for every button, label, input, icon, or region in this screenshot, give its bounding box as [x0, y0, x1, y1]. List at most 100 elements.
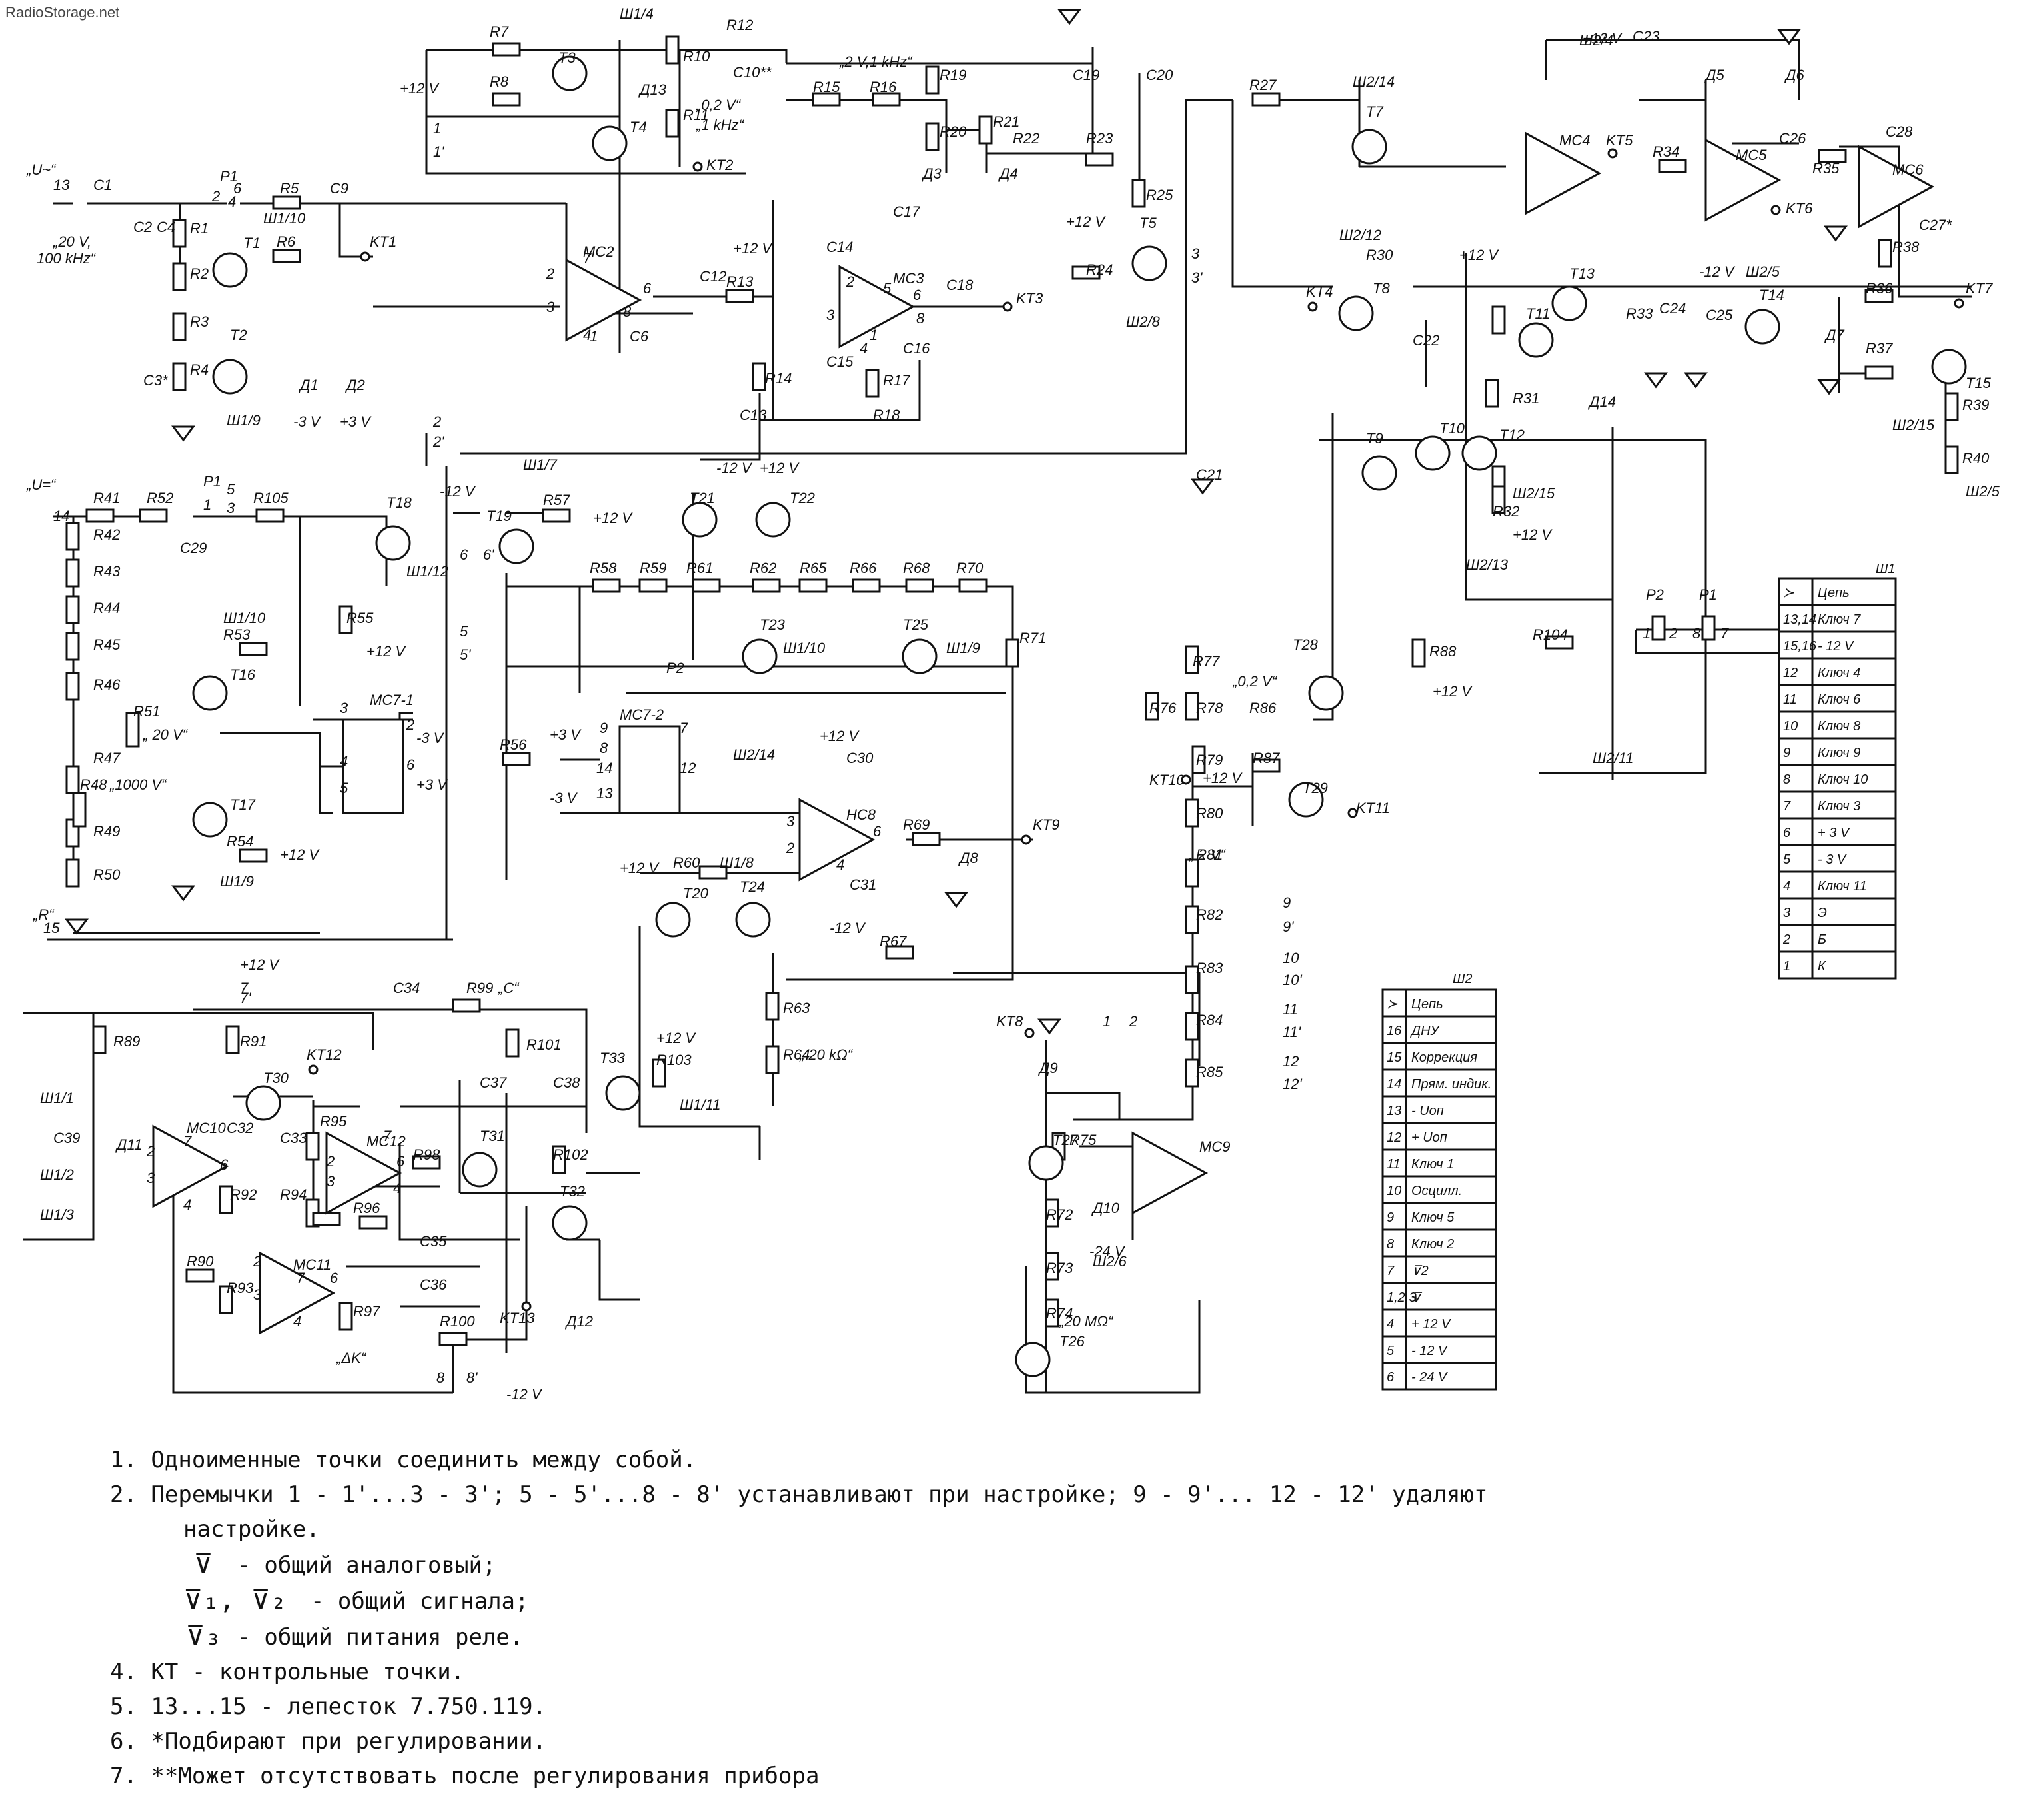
optocoupler-symbols — [342, 718, 681, 814]
svg-text:7: 7 — [240, 980, 249, 996]
svg-text:P2: P2 — [666, 660, 684, 676]
svg-text:T16: T16 — [230, 666, 256, 683]
table-cell-pin: 12 — [1387, 1130, 1401, 1145]
svg-text:1: 1 — [433, 120, 441, 137]
svg-text:R82: R82 — [1196, 906, 1223, 923]
svg-text:Ш2/8: Ш2/8 — [1126, 313, 1161, 330]
svg-text:14: 14 — [596, 760, 612, 776]
svg-text:T5: T5 — [1139, 215, 1157, 231]
note-6: 6. *Подбирают при регулировании. — [110, 1728, 547, 1755]
annotation-20v: „20 V, — [53, 233, 91, 250]
note-5: 5. 13...15 - лепесток 7.750.119. — [110, 1693, 547, 1720]
svg-text:R89: R89 — [113, 1033, 140, 1050]
relay-legend-pin7: 7 — [1720, 625, 1729, 642]
svg-text:2: 2 — [146, 1143, 155, 1160]
note-7: 7. **Может отсутствовать после регулиров… — [110, 1763, 820, 1789]
svg-text:T28: T28 — [1293, 636, 1319, 653]
svg-text:C38: C38 — [553, 1074, 580, 1091]
svg-text:R56: R56 — [500, 736, 527, 753]
table-cell-pin: 4 — [1387, 1317, 1394, 1332]
svg-text:10': 10' — [1283, 972, 1302, 988]
svg-text:R103: R103 — [656, 1052, 692, 1068]
note-1: 1. Одноименные точки соединить между соб… — [110, 1447, 697, 1473]
svg-text:Ш1/10: Ш1/10 — [223, 610, 266, 626]
svg-text:6': 6' — [483, 546, 494, 563]
annotation-02v: „0,2 V“ — [696, 97, 742, 113]
svg-text:R96: R96 — [353, 1200, 380, 1216]
svg-text:KT13: KT13 — [500, 1310, 535, 1326]
svg-text:+12 V: +12 V — [1459, 247, 1499, 263]
svg-text:„ 2 V“: „ 2 V“ — [1189, 846, 1226, 863]
svg-text:KT1: KT1 — [370, 233, 396, 250]
svg-text:R38: R38 — [1892, 239, 1920, 255]
svg-text:T15: T15 — [1966, 375, 1992, 391]
svg-text:T8: T8 — [1373, 280, 1390, 297]
svg-text:KT6: KT6 — [1786, 200, 1813, 217]
svg-text:Ш1/8: Ш1/8 — [720, 854, 754, 871]
svg-text:Ш1/7: Ш1/7 — [523, 456, 558, 473]
svg-text:2: 2 — [846, 273, 854, 290]
svg-text:KT2: KT2 — [706, 157, 733, 173]
svg-text:R76: R76 — [1149, 700, 1177, 716]
rail-m24: -24 V — [1089, 1243, 1126, 1260]
svg-text:KT8: KT8 — [996, 1013, 1023, 1030]
svg-text:R7: R7 — [490, 23, 509, 40]
table-cell-circuit: + 3 V — [1818, 826, 1850, 840]
note-3c-row: ⊽₃ - общий питания реле. — [110, 1619, 1709, 1655]
table-cell-circuit: Прям. индик. — [1411, 1077, 1491, 1092]
relay-legend-pin2: 2 — [1669, 625, 1677, 642]
svg-text:MC11: MC11 — [293, 1256, 331, 1273]
svg-text:R32: R32 — [1493, 503, 1519, 520]
svg-text:R59: R59 — [640, 560, 666, 576]
svg-text:C27*: C27* — [1919, 217, 1952, 233]
svg-text:Ш2/4: Ш2/4 — [1579, 32, 1613, 49]
svg-text:3: 3 — [826, 307, 835, 323]
svg-text:T31: T31 — [480, 1128, 505, 1144]
svg-text:4: 4 — [340, 753, 348, 770]
svg-text:+12 V: +12 V — [400, 80, 440, 97]
svg-text:R47: R47 — [93, 750, 121, 766]
table-cell-circuit: Ключ 11 — [1818, 879, 1867, 894]
svg-text:+12 V: +12 V — [240, 956, 280, 973]
svg-text:5: 5 — [340, 780, 348, 796]
svg-text:MC10: MC10 — [187, 1120, 226, 1136]
svg-text:Ш1/10: Ш1/10 — [783, 640, 826, 656]
table-cell-circuit: Ключ 5 — [1411, 1210, 1455, 1225]
table-cell-circuit: Ключ 2 — [1411, 1237, 1454, 1252]
ground-symbols — [65, 9, 1848, 1035]
svg-text:R11: R11 — [683, 107, 709, 123]
svg-text:C25: C25 — [1706, 307, 1733, 323]
svg-text:R85: R85 — [1196, 1064, 1223, 1080]
svg-text:Ш2/11: Ш2/11 — [1593, 750, 1633, 766]
svg-text:T4: T4 — [630, 119, 647, 135]
svg-text:11': 11' — [1283, 1024, 1301, 1040]
svg-text:R64: R64 — [783, 1046, 810, 1063]
svg-text:R101: R101 — [526, 1036, 562, 1053]
svg-text:+3 V: +3 V — [340, 413, 372, 430]
table-cell-circuit: - 3 V — [1818, 852, 1847, 867]
svg-text:1: 1 — [590, 328, 598, 345]
svg-text:4: 4 — [228, 193, 236, 210]
svg-text:R93: R93 — [227, 1280, 254, 1296]
svg-text:R46: R46 — [93, 676, 121, 693]
svg-text:8: 8 — [436, 1369, 445, 1386]
svg-text:Ш2/14: Ш2/14 — [1353, 73, 1395, 90]
svg-text:T9: T9 — [1366, 430, 1383, 447]
svg-text:C35: C35 — [420, 1233, 447, 1250]
svg-text:4: 4 — [183, 1196, 191, 1213]
svg-text:6: 6 — [460, 546, 468, 563]
svg-text:Д6: Д6 — [1784, 67, 1804, 83]
table-cell-circuit: - 12 V — [1411, 1344, 1448, 1358]
svg-text:T20: T20 — [683, 885, 709, 902]
svg-text:12: 12 — [680, 760, 696, 776]
svg-text:R54: R54 — [227, 833, 253, 850]
note-3b-row: ⊽₁, ⊽₂ - общий сигнала; — [110, 1583, 1709, 1619]
svg-text:6: 6 — [233, 180, 242, 197]
table-cell-circuit: + Uоп — [1411, 1130, 1447, 1145]
svg-text:-12 V: -12 V — [1699, 263, 1736, 280]
svg-text:C17: C17 — [893, 203, 920, 220]
svg-text:C26: C26 — [1779, 130, 1806, 147]
table-cell-pin: ≻ — [1783, 586, 1794, 600]
table-cell-pin: 8 — [1783, 772, 1790, 787]
